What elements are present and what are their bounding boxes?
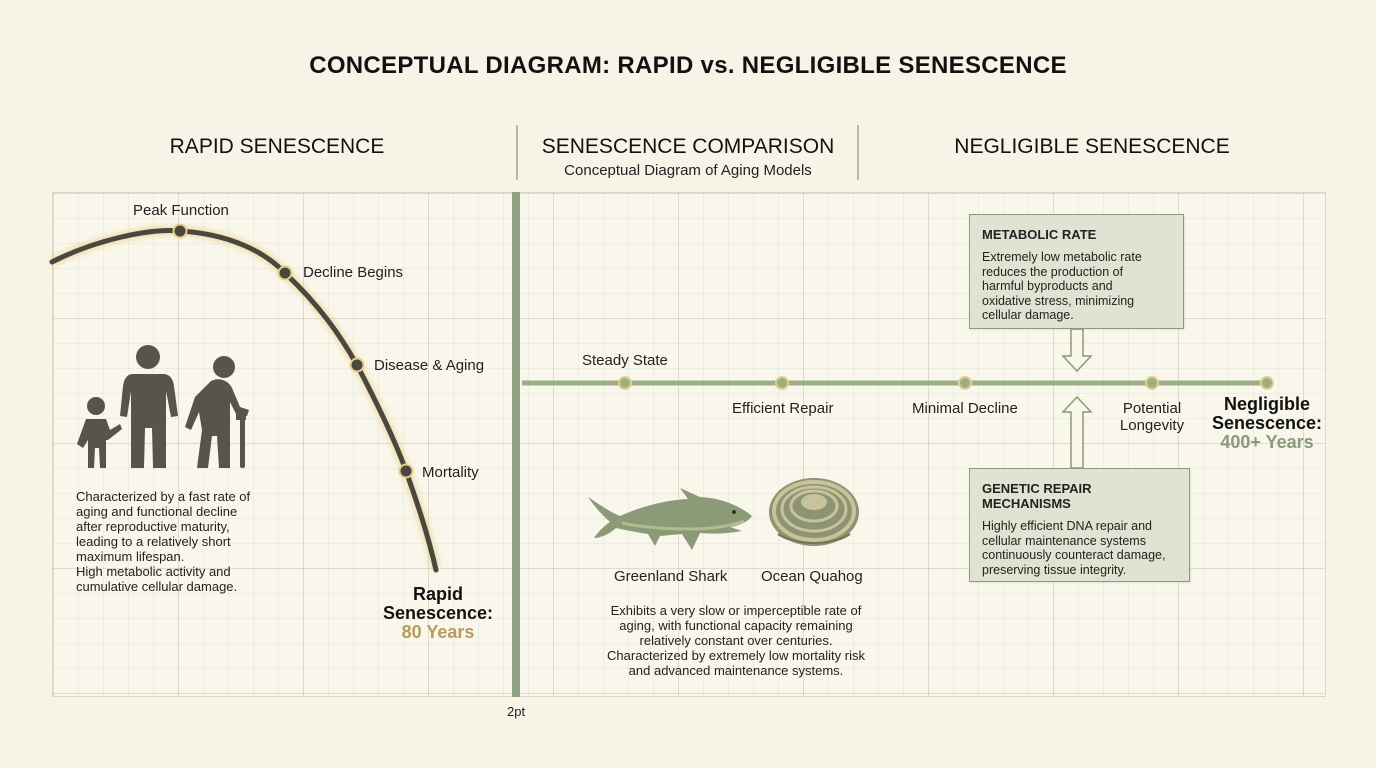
decline-begins-point [277, 265, 293, 281]
genetic-repair-box: GENETIC REPAIR MECHANISMS Highly efficie… [969, 468, 1190, 582]
genetic-repair-body: Highly efficient DNA repair and cellular… [982, 519, 1166, 577]
rapid-senescence-endpoint-label: Rapid Senescence: 80 Years [376, 585, 500, 642]
metabolic-rate-body: Extremely low metabolic rate reduces the… [982, 250, 1142, 322]
peak-function-point [172, 223, 188, 239]
disease-aging-label: Disease & Aging [374, 357, 485, 374]
comparison-subheading: Conceptual Diagram of Aging Models [564, 162, 812, 179]
minimal-decline-point [958, 376, 972, 390]
potential-longevity-label: Potential Longevity [1119, 400, 1185, 434]
negligible-end-point [1260, 376, 1274, 390]
rapid-senescence-curve [49, 226, 441, 573]
mortality-point [398, 463, 414, 479]
efficient-repair-point [775, 376, 789, 390]
peak-function-label: Peak Function [133, 202, 229, 219]
clam-icon [769, 478, 859, 546]
decline-begins-label: Decline Begins [303, 264, 404, 281]
comparison-divider-axis [512, 192, 520, 697]
human-lifecycle-icon [77, 345, 249, 468]
genetic-arrow-icon [1061, 395, 1093, 469]
ocean-quahog-label: Ocean Quahog [761, 568, 863, 585]
axis-note: 2pt [507, 704, 526, 719]
metabolic-rate-box: METABOLIC RATE Extremely low metabolic r… [969, 214, 1184, 329]
greenland-shark-label: Greenland Shark [614, 568, 728, 585]
rapid-senescence-heading: RAPID SENESCENCE [169, 135, 385, 158]
rapid-senescence-description: Characterized by a fast rate of aging an… [76, 489, 251, 594]
shark-icon [588, 488, 752, 550]
negligible-senescence-heading: NEGLIGIBLE SENESCENCE [954, 135, 1230, 158]
negligible-senescence-description: Exhibits a very slow or imperceptible ra… [607, 603, 865, 678]
minimal-decline-label: Minimal Decline [912, 400, 1018, 417]
steady-state-label: Steady State [582, 352, 668, 369]
metabolic-rate-title: METABOLIC RATE [982, 227, 1097, 242]
efficient-repair-label: Efficient Repair [732, 400, 834, 417]
header-divider-right [857, 125, 859, 180]
negligible-lifespan-value: 400+ Years [1220, 432, 1314, 452]
steady-state-point [618, 376, 632, 390]
header-divider-left [516, 125, 518, 180]
negligible-senescence-endpoint-label: Negligible Senescence: 400+ Years [1208, 395, 1326, 452]
rapid-lifespan-value: 80 Years [401, 622, 475, 642]
potential-longevity-point [1145, 376, 1159, 390]
disease-aging-point [349, 357, 365, 373]
metabolic-arrow-icon [1061, 328, 1093, 373]
page-title: CONCEPTUAL DIAGRAM: RAPID vs. NEGLIGIBLE… [309, 52, 1067, 79]
mortality-label: Mortality [422, 464, 479, 481]
senescence-comparison-heading: SENESCENCE COMPARISON [541, 135, 835, 158]
genetic-repair-title: GENETIC REPAIR MECHANISMS [982, 481, 1092, 511]
